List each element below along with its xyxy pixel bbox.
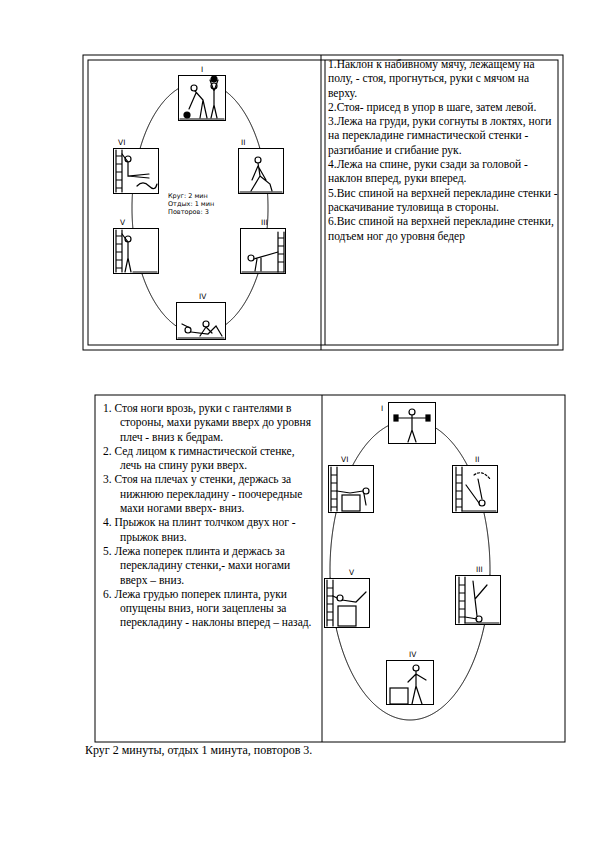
figure-icon: [116, 230, 157, 272]
figure-icon: [180, 76, 224, 119]
circuit-arc: [140, 89, 178, 148]
exercise-list: 1.Наклон к набивному мячу, лежащему на п…: [328, 57, 560, 243]
table-border: [95, 395, 565, 742]
station-number: I: [201, 66, 203, 74]
figure-icon: [394, 409, 430, 442]
figure-icon: [459, 577, 499, 623]
figure-icon: [390, 665, 426, 704]
figure-icon: [456, 467, 496, 511]
station-box: IV: [176, 302, 226, 340]
table-divider: [321, 55, 322, 350]
exercise-list: 1. Стоя ноги врозь, руки с гантелями в с…: [103, 401, 319, 630]
exercise-text: 2.Стоя- присед в упор в шаге, затем лево…: [328, 100, 560, 114]
exercise-text: 4. Прыжок на плинт толчком двух ног - пр…: [103, 515, 319, 544]
exercise-text: 1.Наклон к набивному мячу, лежащему на п…: [328, 57, 560, 100]
circuit-arc: [142, 274, 176, 326]
station-box: III: [455, 575, 501, 625]
station-box: I: [178, 75, 226, 121]
station-box: II: [238, 148, 284, 194]
exercise-text: 2. Сед лицом к гимнастической стенке, ле…: [103, 444, 319, 473]
circuit-arc: [436, 428, 467, 465]
station-box: IV: [386, 660, 434, 705]
station-number: II: [241, 139, 245, 147]
figure-icon: [116, 150, 157, 192]
circuit-note: Отдых: 1 мин: [168, 201, 214, 208]
station-number: II: [475, 456, 479, 464]
station-number: VI: [118, 139, 125, 147]
figure-icon: [240, 157, 282, 192]
station-box: III: [240, 228, 286, 274]
station-box: VI: [328, 465, 374, 513]
circuit-arc: [330, 513, 336, 578]
exercise-text: 1. Стоя ноги врозь, руки с гантелями в с…: [103, 401, 319, 444]
station-number: III: [261, 219, 268, 227]
table-divider: [322, 395, 323, 742]
station-box: II: [452, 465, 498, 513]
station-number: III: [476, 566, 483, 574]
station-number: V: [120, 219, 125, 227]
figure-icon: [242, 232, 284, 272]
figure-icon: [327, 580, 366, 626]
station-box: V: [113, 228, 159, 274]
caption: Круг 2 минуты, отдых 1 минута, повторов …: [85, 743, 312, 758]
exercise-text: 5.Вис спиной на верхней перекладине стен…: [328, 186, 560, 215]
station-number: IV: [409, 651, 416, 659]
station-box: VI: [113, 148, 159, 194]
station-number: V: [349, 569, 354, 577]
station-box: V: [324, 578, 370, 628]
figure-icon: [178, 321, 224, 338]
station-number: VI: [341, 456, 348, 464]
circuit-arc: [226, 274, 258, 324]
exercise-text: 5. Лежа поперек плинта и держась за пере…: [103, 544, 319, 587]
exercise-text: 6. Лежа грудью поперек плинта, руки опущ…: [103, 587, 319, 630]
circuit-arc: [267, 194, 269, 228]
circuit-arc: [226, 92, 260, 148]
station-number: I: [381, 405, 383, 413]
table-divider: [325, 60, 326, 345]
station-box: I: [388, 402, 436, 444]
table-border: [83, 55, 563, 350]
circuit-note: Круг: 2 мин: [168, 193, 208, 200]
figure-icon: [331, 467, 369, 511]
circuit-arc: [353, 426, 388, 465]
exercise-text: 6.Вис спиной на верхней перекладине стен…: [328, 214, 560, 243]
circuit-arc: [132, 194, 134, 228]
exercise-text: 4.Лежа на спине, руки сзади за головой -…: [328, 157, 560, 186]
circuit-arc: [410, 625, 484, 720]
exercise-text: 3. Стоя на плечах у стенки, держась за н…: [103, 472, 319, 515]
circuit-note: Повторов: 3: [168, 209, 209, 216]
exercise-text: 3.Лежа на груди, руки согнуты в локтях, …: [328, 114, 560, 157]
circuit-arc: [484, 513, 490, 575]
circuit-arc: [336, 628, 410, 720]
station-number: IV: [199, 293, 206, 301]
